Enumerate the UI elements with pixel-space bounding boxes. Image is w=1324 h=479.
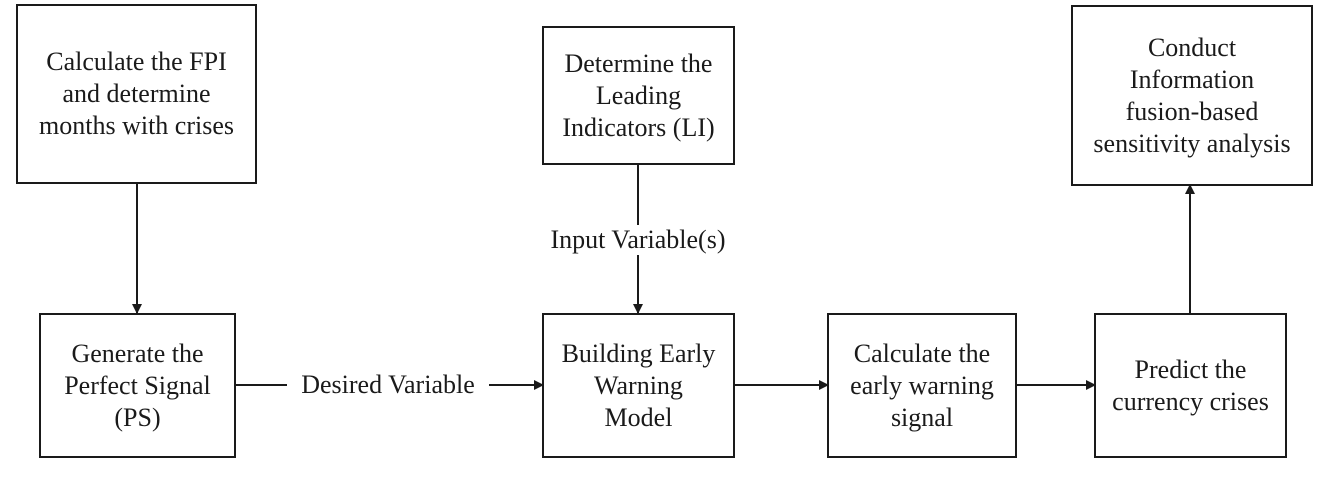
edge-label-input-variables: Input Variable(s) — [530, 225, 746, 255]
node-calculate-fpi: Calculate the FPI and determine months w… — [16, 4, 257, 184]
node-predict-crises: Predict the currency crises — [1094, 313, 1287, 458]
node-early-warning-model-text: Building Early Warning Model — [561, 338, 716, 432]
node-perfect-signal: Generate the Perfect Signal (PS) — [39, 313, 236, 458]
node-sensitivity-analysis-text: Conduct Information fusion-based sensiti… — [1093, 32, 1291, 158]
node-warning-signal: Calculate the early warning signal — [827, 313, 1017, 458]
node-early-warning-model: Building Early Warning Model — [542, 313, 735, 458]
node-leading-indicators: Determine the Leading Indicators (LI) — [542, 26, 735, 165]
node-warning-signal-text: Calculate the early warning signal — [850, 338, 994, 432]
node-predict-crises-text: Predict the currency crises — [1112, 354, 1269, 416]
node-calculate-fpi-text: Calculate the FPI and determine months w… — [39, 47, 234, 140]
node-leading-indicators-text: Determine the Leading Indicators (LI) — [562, 48, 715, 142]
node-sensitivity-analysis: Conduct Information fusion-based sensiti… — [1071, 5, 1313, 186]
node-perfect-signal-text: Generate the Perfect Signal (PS) — [64, 338, 211, 432]
edge-label-desired-variable: Desired Variable — [287, 370, 489, 400]
